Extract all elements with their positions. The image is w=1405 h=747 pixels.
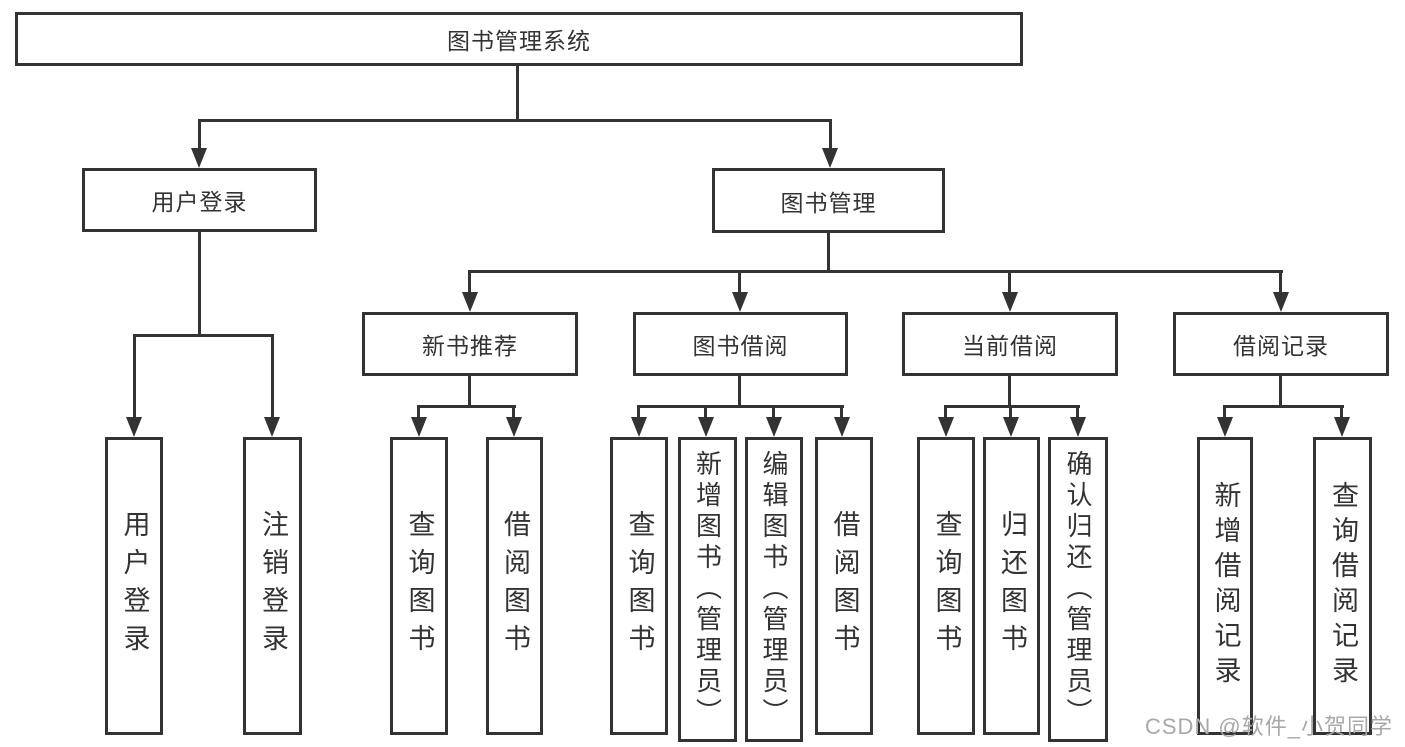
connector-line (1279, 273, 1282, 292)
arrowhead-icon (732, 292, 748, 312)
connector-line (468, 273, 471, 292)
node-book-management: 图书管理 (712, 168, 945, 233)
node-borrow-record: 借阅记录 (1173, 312, 1389, 376)
connector-line (198, 232, 201, 337)
leaf-query-books-recommend: 查询图书 (390, 437, 448, 735)
arrowhead-icon (938, 417, 954, 437)
connector-line (1076, 408, 1079, 417)
connector-line (944, 405, 1080, 408)
arrowhead-icon (631, 417, 647, 437)
arrowhead-icon (1070, 417, 1086, 437)
leaf-logout: 注销登录 (243, 437, 302, 735)
arrowhead-icon (411, 417, 427, 437)
arrowhead-icon (822, 148, 838, 168)
connector-line (198, 119, 832, 122)
leaf-query-books-current: 查询图书 (917, 437, 975, 735)
arrowhead-icon (462, 292, 478, 312)
connector-line (772, 408, 775, 417)
arrowhead-icon (1002, 292, 1018, 312)
connector-line (271, 337, 274, 417)
connector-line (1340, 408, 1343, 417)
connector-line (704, 408, 707, 417)
connector-line (417, 405, 516, 408)
connector-line (133, 337, 136, 417)
leaf-borrow-books: 借阅图书 (815, 437, 873, 735)
leaf-edit-books-admin: 编辑图书（管理员） (745, 437, 803, 742)
leaf-return-books: 归还图书 (983, 437, 1040, 735)
arrowhead-icon (264, 417, 280, 437)
node-book-borrow-label: 图书借阅 (692, 333, 789, 359)
connector-line (738, 376, 741, 408)
connector-line (133, 334, 274, 337)
connector-line (1008, 273, 1011, 292)
leaf-add-books-admin: 新增图书（管理员） (678, 437, 737, 742)
connector-line (468, 270, 1283, 273)
arrowhead-icon (1217, 417, 1233, 437)
node-root: 图书管理系统 (15, 12, 1023, 66)
node-new-book-recommend-label: 新书推荐 (422, 333, 518, 359)
node-book-borrow: 图书借阅 (633, 312, 848, 376)
leaf-add-borrow-record: 新增借阅记录 (1197, 437, 1253, 735)
arrowhead-icon (506, 417, 522, 437)
node-root-label: 图书管理系统 (447, 28, 591, 54)
node-current-borrow: 当前借阅 (902, 312, 1118, 376)
connector-line (516, 66, 519, 120)
leaf-borrow-books-recommend: 借阅图书 (486, 437, 543, 735)
arrowhead-icon (1273, 292, 1289, 312)
connector-line (1008, 376, 1011, 408)
leaf-user-login: 用户登录 (105, 437, 163, 735)
connector-line (1279, 376, 1282, 408)
arrowhead-icon (834, 417, 850, 437)
connector-line (637, 408, 640, 417)
connector-line (468, 376, 471, 408)
connector-line (417, 408, 420, 417)
leaf-query-books-borrow: 查询图书 (610, 437, 668, 735)
node-new-book-recommend: 新书推荐 (362, 312, 578, 376)
arrowhead-icon (191, 148, 207, 168)
connector-line (1223, 408, 1226, 417)
connector-line (944, 408, 947, 417)
node-user-login-label: 用户登录 (151, 189, 248, 215)
arrowhead-icon (766, 417, 782, 437)
csdn-watermark: CSDN @软件_小贺同学 (1144, 714, 1393, 739)
node-book-management-label: 图书管理 (780, 189, 877, 216)
leaf-query-borrow-record: 查询借阅记录 (1313, 437, 1372, 735)
connector-line (1223, 405, 1344, 408)
arrowhead-icon (126, 417, 142, 437)
node-borrow-record-label: 借阅记录 (1233, 333, 1329, 359)
connector-line (512, 408, 515, 417)
connector-line (637, 405, 844, 408)
connector-line (738, 273, 741, 292)
leaf-confirm-return-admin: 确认归还（管理员） (1048, 437, 1108, 742)
connector-line (827, 233, 830, 273)
node-current-borrow-label: 当前借阅 (962, 333, 1058, 359)
arrowhead-icon (1003, 417, 1019, 437)
connector-line (840, 408, 843, 417)
connector-line (1009, 408, 1012, 417)
arrowhead-icon (698, 417, 714, 437)
arrowhead-icon (1334, 417, 1350, 437)
connector-line (198, 122, 201, 150)
node-user-login: 用户登录 (82, 168, 317, 232)
connector-line (829, 122, 832, 150)
